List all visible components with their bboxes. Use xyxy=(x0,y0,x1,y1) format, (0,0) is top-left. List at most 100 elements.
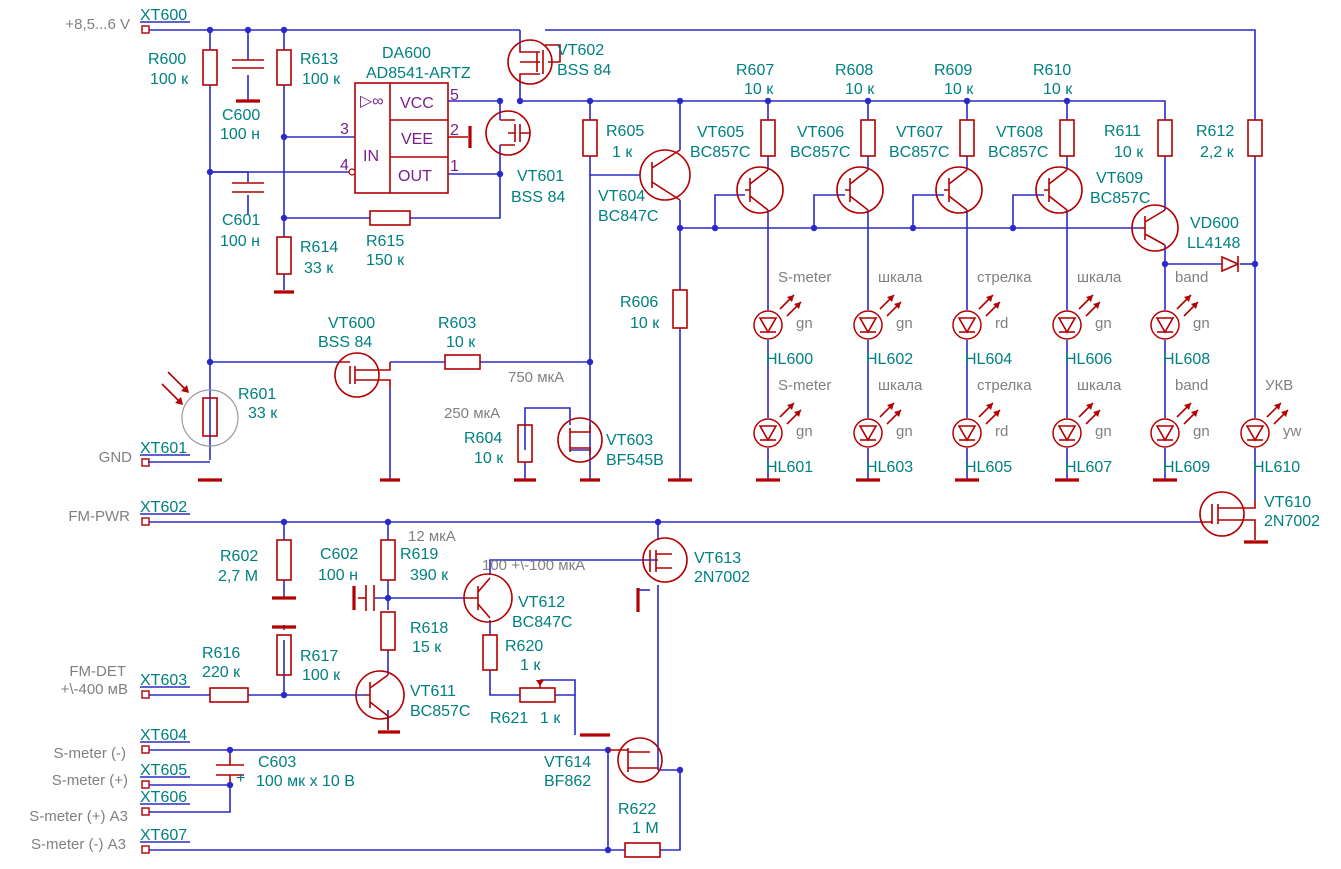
transistor-vt600: VT600 BSS 84 xyxy=(318,315,400,482)
current-100: 100 +\-100 мкА xyxy=(482,557,585,574)
r602-value: 2,7 М xyxy=(218,568,258,585)
vt612-ref: VT612 xyxy=(518,594,565,611)
r614-ref: R614 xyxy=(300,239,338,256)
current-12: 12 мкА xyxy=(408,528,456,545)
led-color: yw xyxy=(1283,423,1302,440)
r603-ref: R603 xyxy=(438,315,476,332)
r614-value: 33 к xyxy=(304,260,334,277)
vt614-ref: VT614 xyxy=(544,754,591,771)
led-color: gn xyxy=(796,423,813,440)
r601-ref: R601 xyxy=(238,386,276,403)
vt602-value: BSS 84 xyxy=(557,62,611,79)
resistor-r602: R602 2,7 М xyxy=(218,539,296,600)
r610-value: 10 к xyxy=(1043,81,1073,98)
r606-ref: R606 xyxy=(620,294,658,311)
resistor-r608: R608 10 к xyxy=(835,62,876,157)
transistor-vt605: VT605 BC857C xyxy=(690,124,784,214)
xt605-ref: XT605 xyxy=(140,762,187,779)
xt606-label: S-meter (+) А3 xyxy=(29,808,128,825)
r622-ref: R622 xyxy=(618,801,656,818)
led-grounds xyxy=(580,478,1177,737)
transistor-vt604: VT604 BC847C xyxy=(598,149,692,482)
led-ref: HL608 xyxy=(1163,351,1210,368)
transistor-vt610: VT610 2N7002 xyxy=(1199,491,1320,544)
r609-value: 10 к xyxy=(944,81,974,98)
led-caption: band xyxy=(1175,377,1208,394)
vt613-ref: VT613 xyxy=(694,550,741,567)
resistor-r611: R611 10 к xyxy=(1104,119,1173,161)
transistor-vt607: VT607 BC857C xyxy=(889,124,983,214)
r618-value: 15 к xyxy=(412,639,442,656)
vt610-ref: VT610 xyxy=(1264,494,1311,511)
resistor-r618: R618 15 к xyxy=(380,611,448,656)
transistor-vt613: VT613 2N7002 xyxy=(636,537,750,612)
led-ref: HL605 xyxy=(965,459,1012,476)
led-color: rd xyxy=(995,315,1008,332)
transistor-vt606: VT606 BC857C xyxy=(790,124,884,214)
xt602-ref: XT602 xyxy=(140,499,187,516)
c600-value: 100 н xyxy=(220,126,260,143)
c600-ref: C600 xyxy=(222,107,260,124)
vt608-value: BC857C xyxy=(988,144,1048,161)
r613-ref: R613 xyxy=(300,51,338,68)
diode-vd600: VD600 LL4148 xyxy=(1187,215,1240,273)
vt604-value: BC847C xyxy=(598,208,658,225)
r607-value: 10 к xyxy=(744,81,774,98)
led-color: gn xyxy=(1193,315,1210,332)
led-ref: HL606 xyxy=(1065,351,1112,368)
r611-ref: R611 xyxy=(1104,123,1141,140)
connector-xt606: XT606 S-meter (+) А3 xyxy=(29,789,190,825)
led-color: gn xyxy=(896,423,913,440)
led-color: rd xyxy=(995,423,1008,440)
xt604-label: S-meter (-) xyxy=(54,745,127,762)
resistor-r614: R614 33 к xyxy=(274,236,338,294)
r615-value: 150 к xyxy=(366,252,405,269)
opamp-out: OUT xyxy=(398,168,432,185)
led-caption: УКВ xyxy=(1265,377,1293,394)
r616-value: 220 к xyxy=(202,664,241,681)
r617-value: 100 к xyxy=(302,667,341,684)
c603-ref: C603 xyxy=(258,754,296,771)
led-caption: band xyxy=(1175,269,1208,286)
xt601-label: GND xyxy=(99,449,133,466)
r605-value: 1 к xyxy=(612,144,633,161)
led-ref: HL604 xyxy=(965,351,1012,368)
connector-xt600: XT600 +8,5...6 V xyxy=(65,7,190,34)
vt606-ref: VT606 xyxy=(797,124,844,141)
led-ref: HL609 xyxy=(1163,459,1210,476)
resistor-r609: R609 10 к xyxy=(934,62,975,157)
r621-value: 1 к xyxy=(540,710,561,727)
current-750: 750 мкА xyxy=(508,369,564,386)
c601-ref: C601 xyxy=(222,212,260,229)
r612-value: 2,2 к xyxy=(1200,144,1235,161)
r610-ref: R610 xyxy=(1033,62,1071,79)
vt602-ref: VT602 xyxy=(557,42,604,59)
r612-ref: R612 xyxy=(1196,123,1234,140)
led-caption: стрелка xyxy=(977,269,1032,286)
opamp-symbol: ▷∞ xyxy=(360,93,384,110)
resistor-r607: R607 10 к xyxy=(736,62,776,157)
connector-xt605: XT605 S-meter (+) xyxy=(52,762,190,789)
led-caption: шкала xyxy=(878,377,923,394)
r621-ref: R621 xyxy=(490,710,528,727)
r609-ref: R609 xyxy=(934,62,972,79)
pin-3: 3 xyxy=(340,121,349,138)
pin-2: 2 xyxy=(450,122,459,139)
vt611-ref: VT611 xyxy=(410,683,456,700)
vd600-ref: VD600 xyxy=(1190,215,1239,232)
r622-value: 1 М xyxy=(632,820,659,837)
xt600-label: +8,5...6 V xyxy=(65,16,130,33)
resistor-r619: R619 390 к xyxy=(380,539,449,584)
resistor-r604: R604 10 к xyxy=(464,424,536,482)
xt607-label: S-meter (-) А3 xyxy=(31,836,126,853)
capacitor-c601: C601 100 н xyxy=(220,182,264,250)
vt607-value: BC857C xyxy=(889,144,949,161)
r607-ref: R607 xyxy=(736,62,774,79)
